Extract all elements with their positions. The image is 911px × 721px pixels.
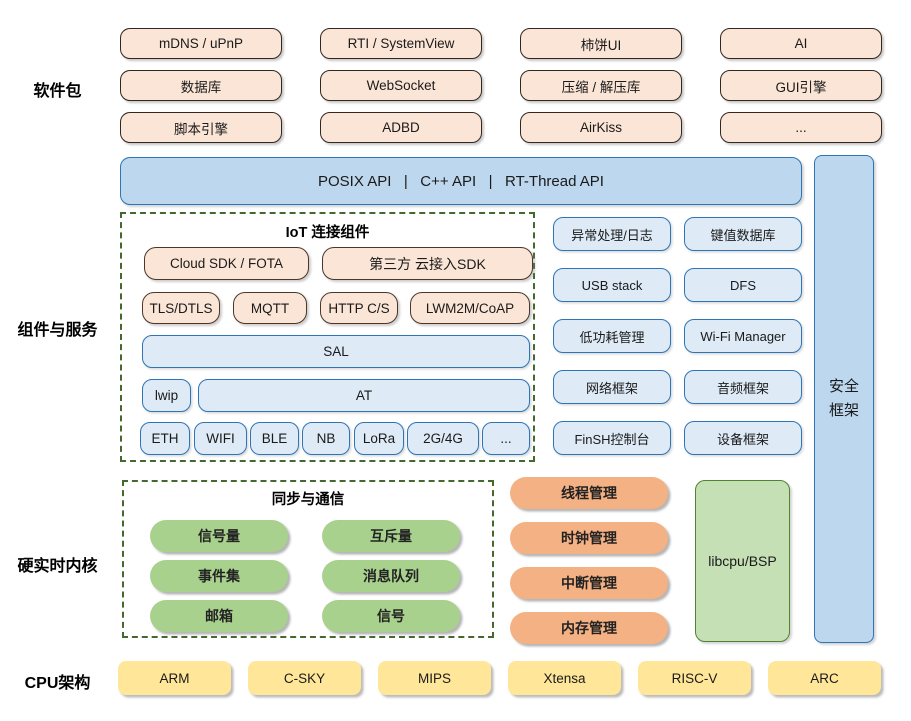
package-box: RTI / SystemView xyxy=(320,28,482,59)
cpu-arch-box: ARM xyxy=(118,661,231,695)
layer-label-realtime-kernel: 硬实时内核 xyxy=(17,558,98,575)
kernel-ipc-box: 消息队列 xyxy=(322,560,460,592)
service-box: 键值数据库 xyxy=(684,217,802,251)
service-box: 设备框架 xyxy=(684,421,802,455)
security-framework-line2: 框架 xyxy=(828,402,859,419)
service-box: 网络框架 xyxy=(553,370,671,404)
package-box: 数据库 xyxy=(120,70,282,101)
at-layer-box: AT xyxy=(198,379,530,412)
iot-connectivity-group: IoT 连接组件 Cloud SDK / FOTA 第三方 云接入SDK TLS… xyxy=(120,212,535,462)
sync-communication-group: 同步与通信 信号量 互斥量 事件集 消息队列 邮箱 信号 xyxy=(122,480,494,638)
cpu-arch-row: ARM C-SKY MIPS Xtensa RISC-V ARC xyxy=(118,661,881,695)
security-framework-bar: 安全 框架 xyxy=(814,155,874,643)
package-box: AirKiss xyxy=(520,112,682,143)
kernel-mgmt-box: 内存管理 xyxy=(510,612,668,644)
service-box: USB stack xyxy=(553,268,671,302)
sal-layer-box: SAL xyxy=(142,335,530,368)
security-framework-line1: 安全 xyxy=(828,378,859,395)
layer-label-components-services: 组件与服务 xyxy=(17,322,98,339)
service-box: Wi-Fi Manager xyxy=(684,319,802,353)
kernel-mgmt-box: 中断管理 xyxy=(510,567,668,599)
service-box: FinSH控制台 xyxy=(553,421,671,455)
kernel-ipc-box: 信号量 xyxy=(150,520,288,552)
kernel-ipc-box: 信号 xyxy=(322,600,460,632)
phy-box: NB xyxy=(302,422,350,455)
kernel-ipc-box: 邮箱 xyxy=(150,600,288,632)
phy-box: ... xyxy=(482,422,530,455)
iot-sdk-box: Cloud SDK / FOTA xyxy=(144,247,309,280)
cpu-arch-box: RISC-V xyxy=(638,661,751,695)
kernel-ipc-box: 事件集 xyxy=(150,560,288,592)
phy-box: LoRa xyxy=(354,422,404,455)
sync-group-title: 同步与通信 xyxy=(271,492,345,508)
kernel-mgmt-box: 线程管理 xyxy=(510,477,668,509)
package-box: GUI引擎 xyxy=(720,70,882,101)
cpu-arch-box: MIPS xyxy=(378,661,491,695)
phy-box: WIFI xyxy=(194,422,247,455)
package-box: ADBD xyxy=(320,112,482,143)
iot-sdk-box: 第三方 云接入SDK xyxy=(322,247,533,280)
software-packages-grid: mDNS / uPnP RTI / SystemView 柿饼UI AI 数据库… xyxy=(120,28,882,143)
package-box: WebSocket xyxy=(320,70,482,101)
libcpu-bsp-box: libcpu/BSP xyxy=(695,480,790,642)
iot-protocol-box: MQTT xyxy=(233,292,307,324)
layer-label-software-packages: 软件包 xyxy=(33,83,82,100)
package-box: 压缩 / 解压库 xyxy=(520,70,682,101)
iot-protocol-box: TLS/DTLS xyxy=(142,292,220,324)
iot-group-title: IoT 连接组件 xyxy=(285,225,370,241)
lwip-box: lwip xyxy=(142,379,191,412)
kernel-ipc-box: 互斥量 xyxy=(322,520,460,552)
cpu-arch-box: Xtensa xyxy=(508,661,621,695)
layer-label-cpu-arch: CPU架构 xyxy=(24,675,91,692)
kernel-mgmt-box: 时钟管理 xyxy=(510,522,668,554)
iot-protocol-box: LWM2M/CoAP xyxy=(410,292,530,324)
iot-protocol-box: HTTP C/S xyxy=(320,292,398,324)
service-box: DFS xyxy=(684,268,802,302)
cpu-arch-box: ARC xyxy=(768,661,881,695)
service-box: 音频框架 xyxy=(684,370,802,404)
package-box: 柿饼UI xyxy=(520,28,682,59)
kernel-management-column: 线程管理 时钟管理 中断管理 内存管理 xyxy=(510,477,668,644)
package-box: mDNS / uPnP xyxy=(120,28,282,59)
package-box: AI xyxy=(720,28,882,59)
services-grid: 异常处理/日志 键值数据库 USB stack DFS 低功耗管理 Wi-Fi … xyxy=(553,217,802,455)
phy-box: ETH xyxy=(140,422,190,455)
phy-box: 2G/4G xyxy=(407,422,479,455)
api-layer-bar: POSIX API | C++ API | RT-Thread API xyxy=(120,157,802,205)
package-box: 脚本引擎 xyxy=(120,112,282,143)
service-box: 异常处理/日志 xyxy=(553,217,671,251)
package-box: ... xyxy=(720,112,882,143)
service-box: 低功耗管理 xyxy=(553,319,671,353)
phy-box: BLE xyxy=(250,422,299,455)
cpu-arch-box: C-SKY xyxy=(248,661,361,695)
